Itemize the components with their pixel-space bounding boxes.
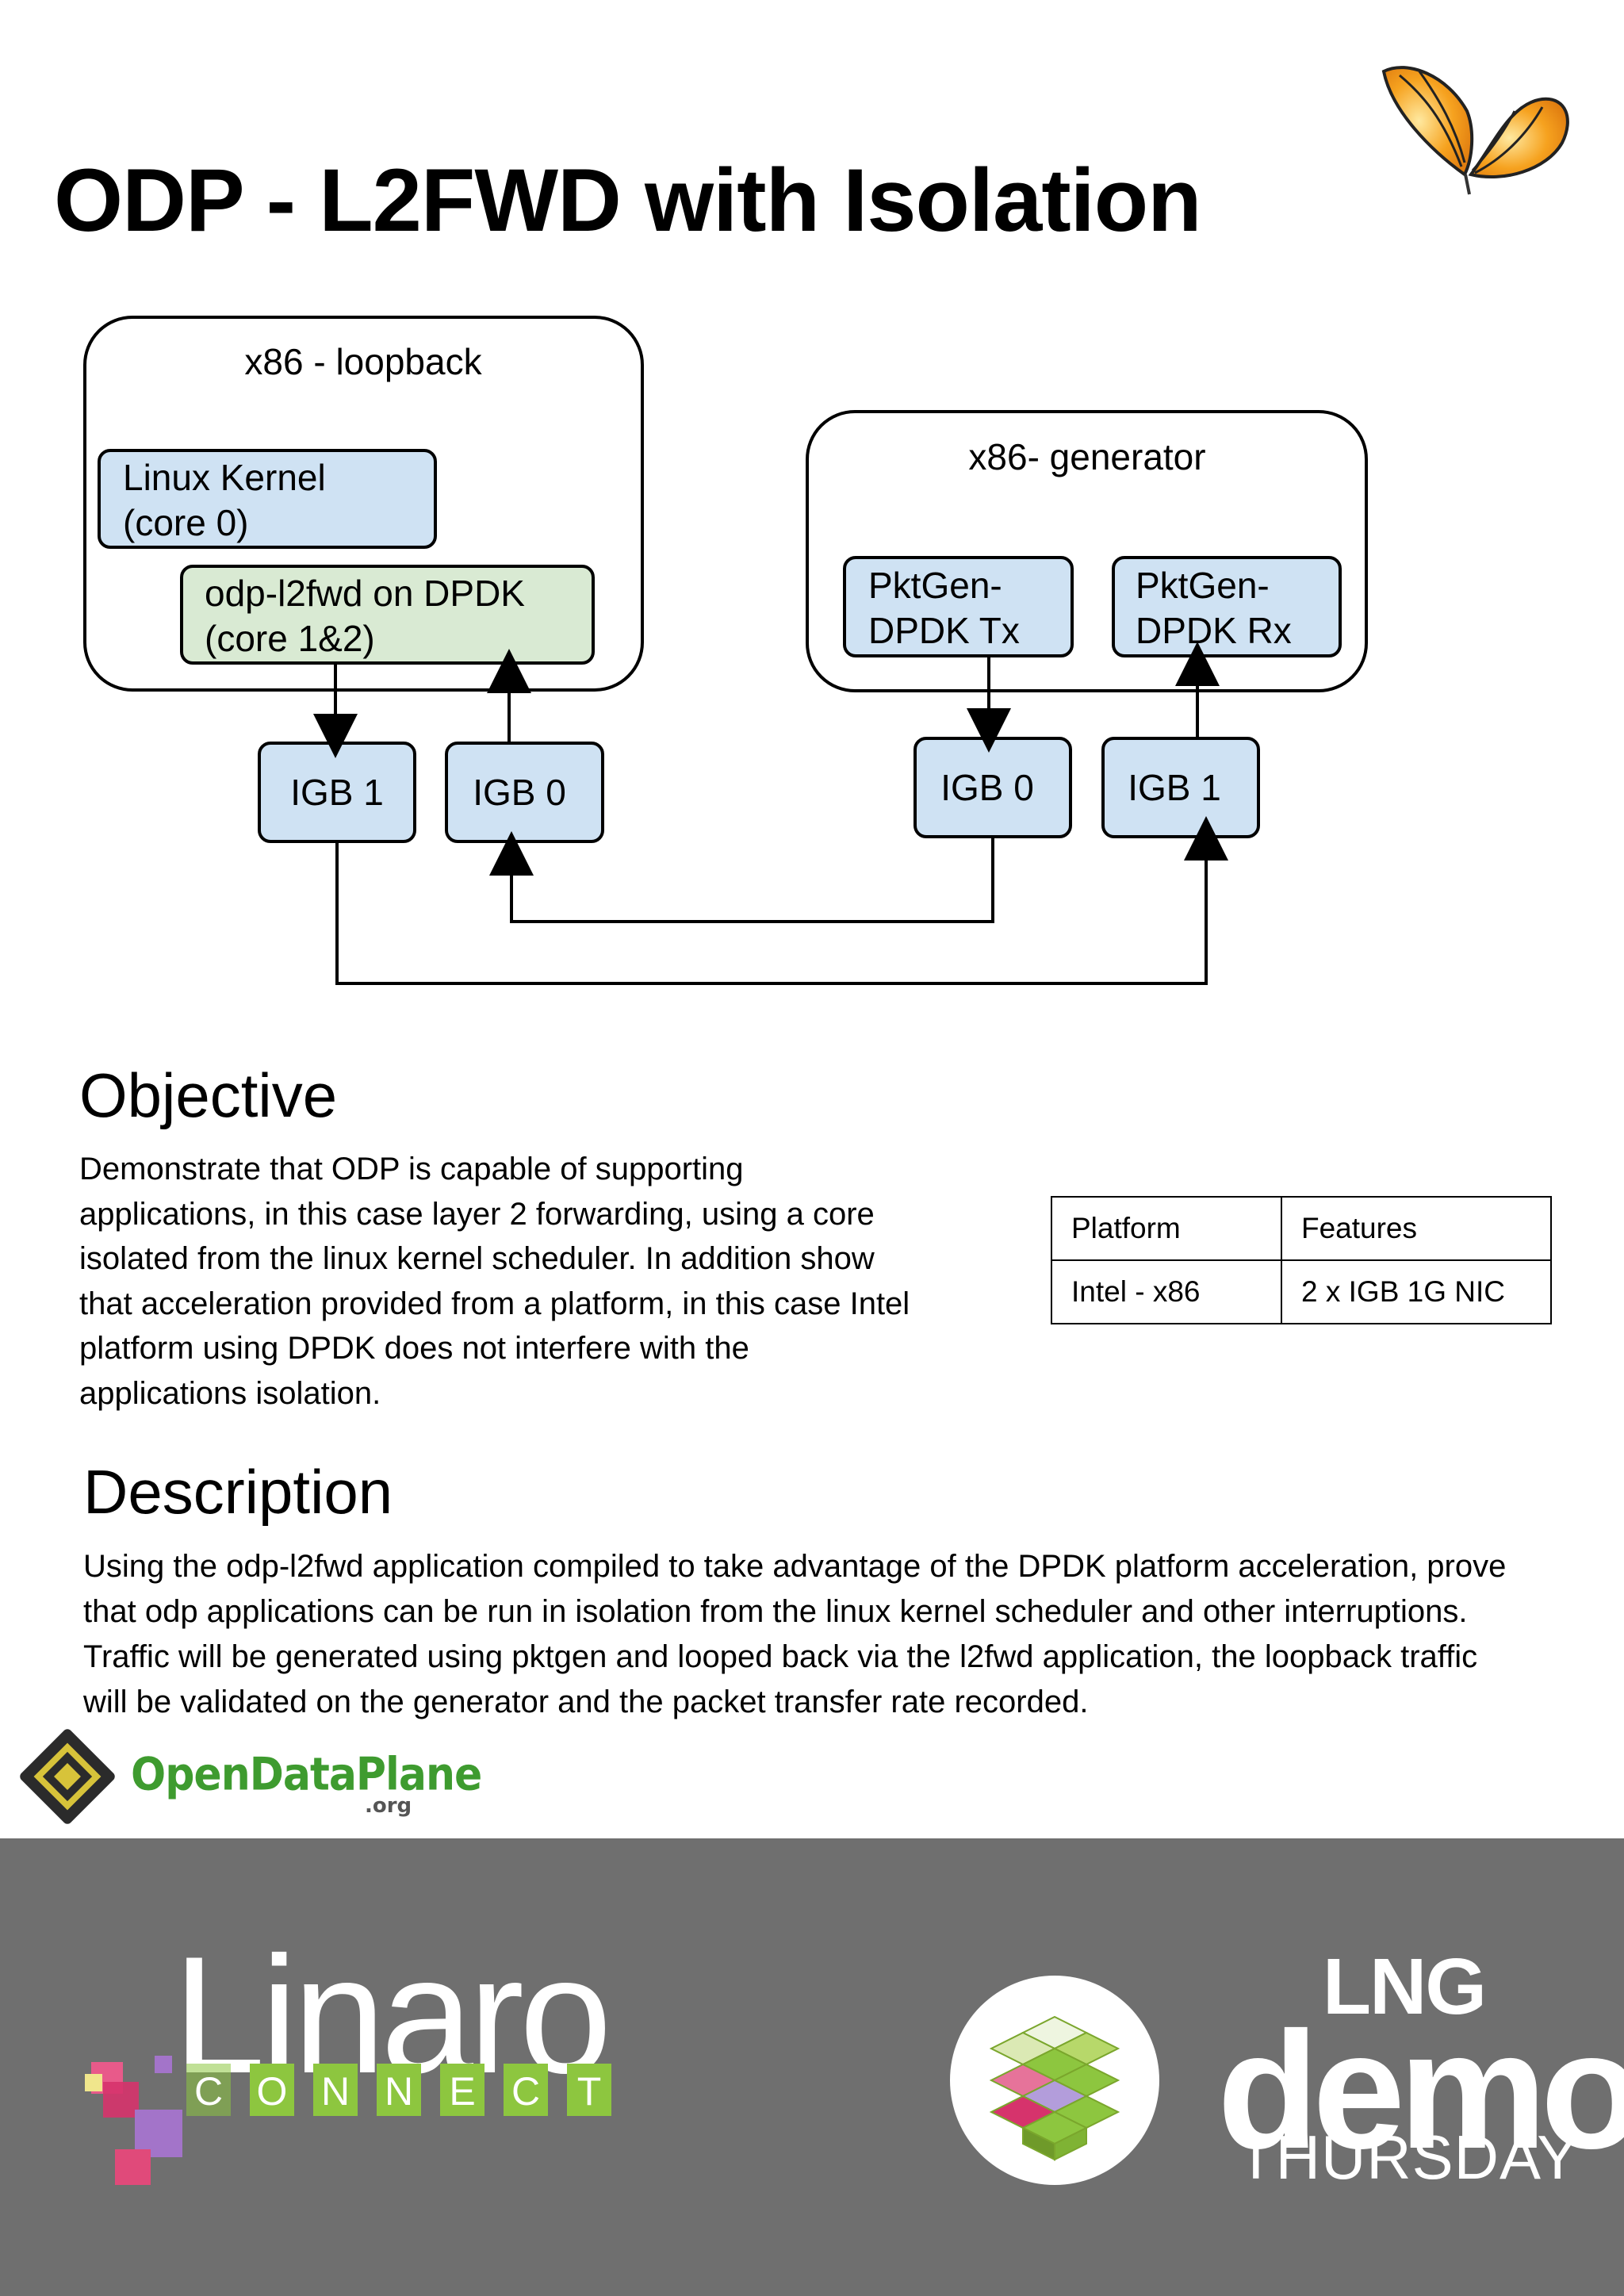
generator-host-label: x86- generator (968, 436, 1205, 477)
features-table: Platform Features Intel - x86 2 x IGB 1G… (1051, 1196, 1552, 1324)
opendataplane-logo-suffix: .org (365, 1794, 412, 1818)
opendataplane-logo-text: OpenDataPlane (131, 1749, 482, 1801)
table-row: Intel - x86 2 x IGB 1G NIC (1051, 1259, 1552, 1324)
connect-letter-c: C (194, 2069, 223, 2114)
connect-letter-t: T (577, 2069, 602, 2114)
description-heading: Description (83, 1457, 393, 1527)
pktgen-tx-label-line1: PktGen- (868, 565, 1002, 606)
loopback-host-label: x86 - loopback (244, 341, 482, 382)
connect-letter-o: O (257, 2069, 288, 2114)
lng-cubes-icon (950, 1976, 1159, 2185)
table-cell-features: 2 x IGB 1G NIC (1281, 1259, 1552, 1324)
odp-l2fwd-label-line2: (core 1&2) (205, 618, 375, 659)
linux-kernel-label-line2: (core 0) (123, 502, 248, 543)
odp-l2fwd-box (180, 565, 595, 665)
lng-logo-text: LNG (1323, 1942, 1487, 2031)
network-diagram: x86 - loopback Linux Kernel (core 0) odp… (83, 316, 1368, 985)
linux-kernel-box (98, 449, 437, 549)
loopback-igb0-label: IGB 0 (473, 772, 566, 813)
loopback-igb1-label: IGB 1 (290, 772, 384, 813)
butterfly-logo (1381, 66, 1569, 195)
pktgen-tx-label-line2: DPDK Tx (868, 610, 1020, 651)
demo-logo-text: demo (1217, 1997, 1624, 2183)
generator-igb0-label: IGB 0 (940, 767, 1034, 808)
table-header-row: Platform Features (1051, 1196, 1552, 1261)
description-text: Using the odp-l2fwd application compiled… (83, 1549, 1507, 1719)
connect-letter-c2: C (511, 2069, 540, 2114)
table-header-platform: Platform (1051, 1196, 1282, 1261)
linaro-connect-logo: C O N N E C T (85, 2056, 611, 2185)
objective-text: Demonstrate that ODP is capable of suppo… (79, 1152, 910, 1411)
pktgen-rx-label-line2: DPDK Rx (1136, 610, 1292, 651)
generator-host: x86- generator PktGen- DPDK Tx PktGen- D… (806, 410, 1368, 692)
connect-letter-e: E (449, 2069, 475, 2114)
odp-l2fwd-label-line1: odp-l2fwd on DPDK (205, 573, 525, 614)
generator-igb1-port (1101, 737, 1260, 838)
opendataplane-diamond-icon (20, 1729, 115, 1824)
connector-arrows (313, 642, 1228, 985)
table-header-features: Features (1281, 1196, 1552, 1261)
pktgen-rx-label-line1: PktGen- (1136, 565, 1270, 606)
loopback-host: x86 - loopback Linux Kernel (core 0) odp… (83, 316, 644, 692)
page-title: ODP - L2FWD with Isolation (54, 151, 1202, 250)
thursday-logo-text: THURSDAY (1237, 2122, 1580, 2192)
pktgen-rx-box (1112, 556, 1342, 657)
generator-igb1-label: IGB 1 (1128, 767, 1221, 808)
objective-heading: Objective (79, 1060, 338, 1130)
linux-kernel-label-line1: Linux Kernel (123, 457, 326, 498)
pktgen-tx-box (843, 556, 1074, 657)
connect-letter-n1: N (321, 2069, 350, 2114)
table-cell-platform: Intel - x86 (1051, 1259, 1282, 1324)
connect-letter-n2: N (385, 2069, 413, 2114)
